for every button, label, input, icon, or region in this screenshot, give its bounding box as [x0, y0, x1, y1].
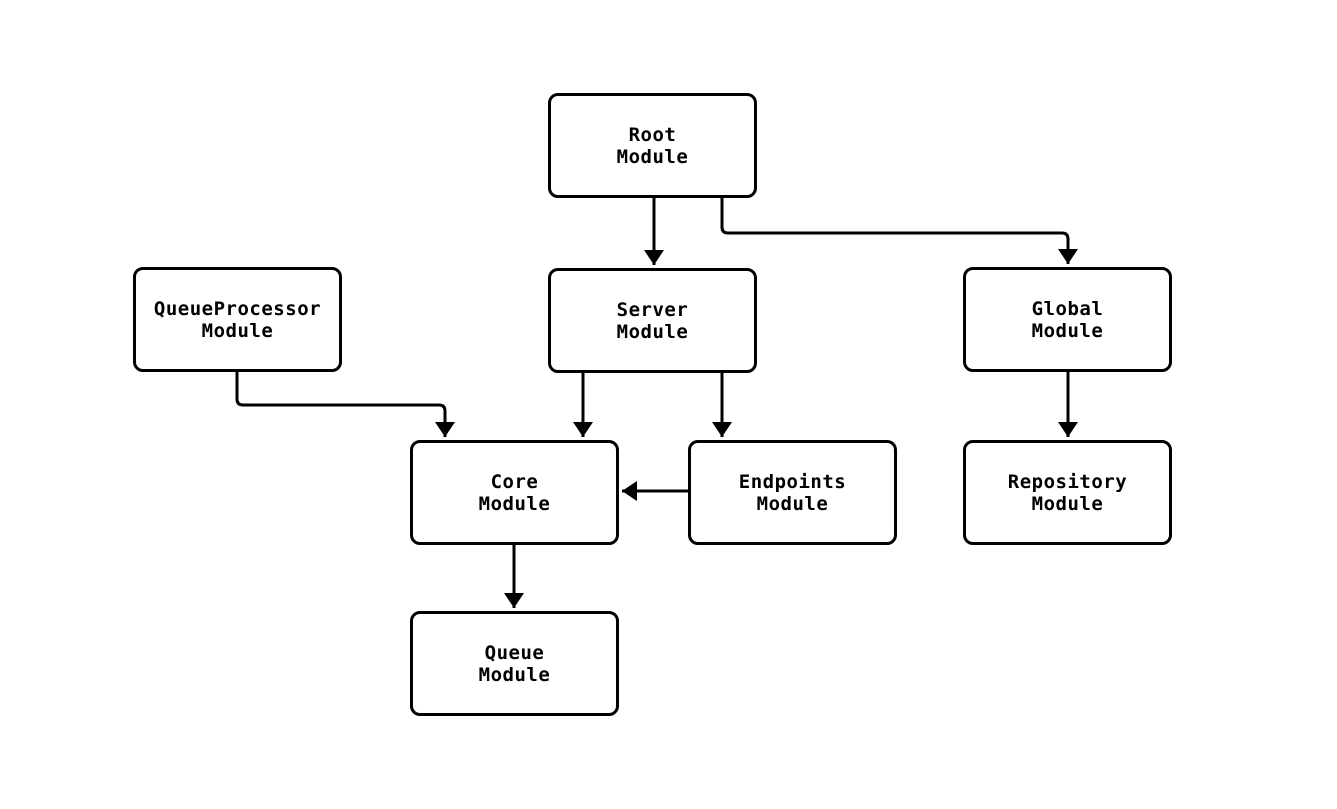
node-queue-module-label: Queue Module	[478, 641, 551, 686]
node-server-module: Server Module	[548, 268, 757, 373]
node-queue-module: Queue Module	[410, 611, 619, 716]
edge-root-to-global	[720, 198, 1078, 264]
node-core-module: Core Module	[410, 440, 619, 545]
node-global-module-label: Global Module	[1031, 297, 1104, 342]
edge-queueprocessor-to-core	[235, 372, 455, 437]
node-root-module-label: Root Module	[616, 123, 689, 168]
node-endpoints-module-label: Endpoints Module	[738, 470, 847, 515]
node-repository-module-label: Repository Module	[1007, 470, 1128, 515]
node-server-module-label: Server Module	[616, 298, 689, 343]
node-queueprocessor-module-label: QueueProcessor Module	[153, 297, 322, 342]
node-repository-module: Repository Module	[963, 440, 1172, 545]
node-global-module: Global Module	[963, 267, 1172, 372]
node-queueprocessor-module: QueueProcessor Module	[133, 267, 342, 372]
node-core-module-label: Core Module	[478, 470, 551, 515]
node-root-module: Root Module	[548, 93, 757, 198]
node-endpoints-module: Endpoints Module	[688, 440, 897, 545]
